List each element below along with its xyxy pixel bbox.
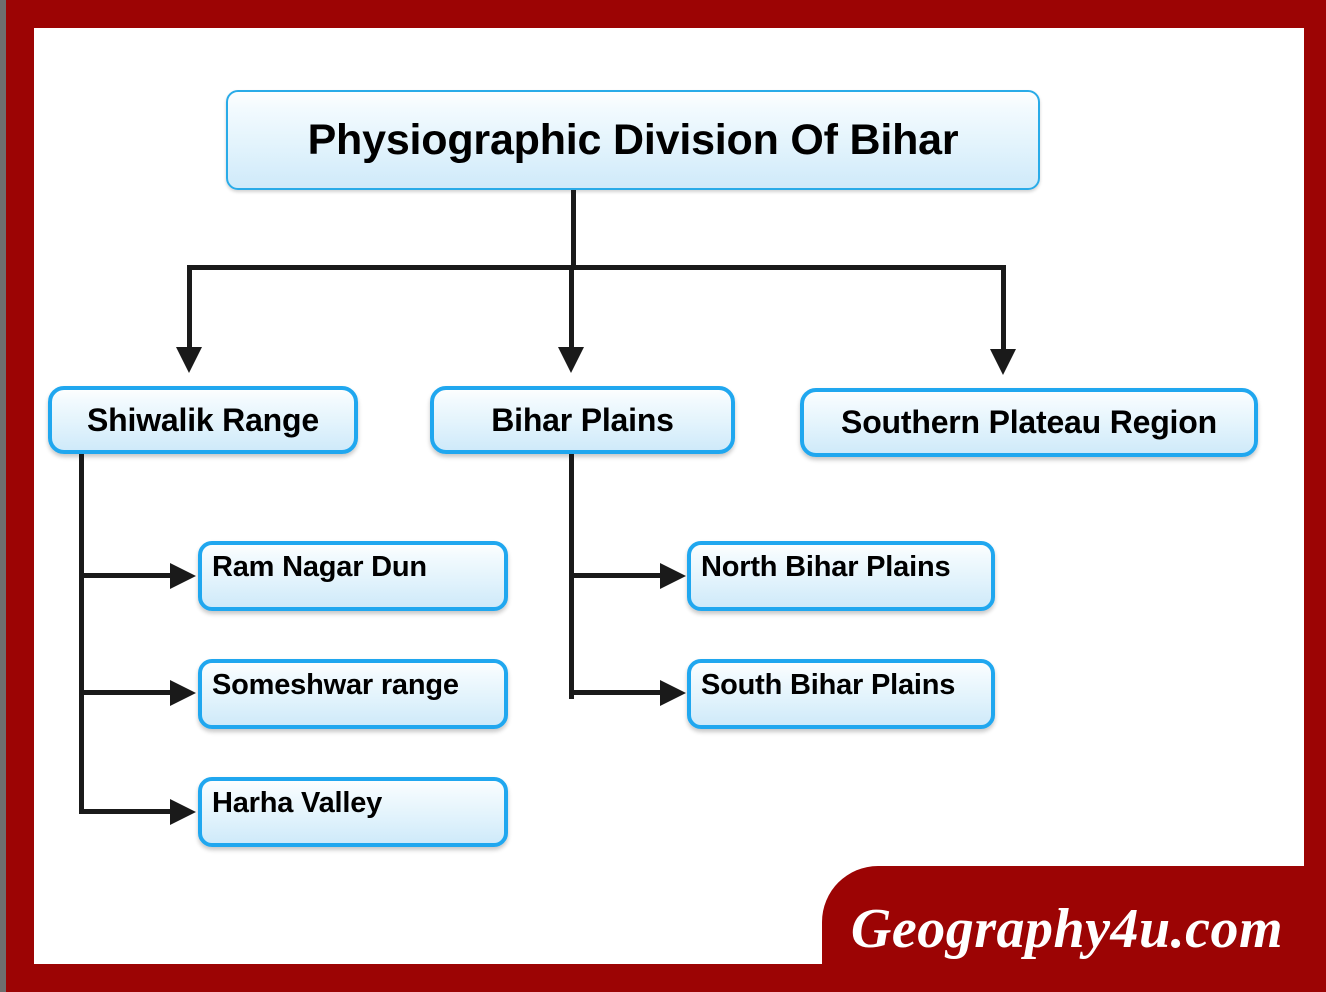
- node-southern-plateau-region-label: Southern Plateau Region: [841, 404, 1217, 440]
- connector-horizontal-bus: [189, 265, 1004, 270]
- connector-branch-right: [1001, 265, 1006, 350]
- node-south-bihar-plains-label: South Bihar Plains: [701, 669, 956, 701]
- connector-shiwalik-to-harha: [79, 809, 175, 814]
- connector-branch-left: [187, 265, 192, 348]
- node-title-label: Physiographic Division Of Bihar: [307, 115, 959, 164]
- connector-shiwalik-to-ramnagar: [79, 573, 175, 578]
- connector-bihar-to-south: [569, 690, 665, 695]
- node-someshwar-range-label: Someshwar range: [212, 669, 459, 701]
- connector-shiwalik-to-someshwar: [79, 690, 175, 695]
- connector-branch-middle: [569, 265, 574, 348]
- node-harha-valley-label: Harha Valley: [212, 787, 383, 819]
- arrow-down-southern-plateau: [990, 349, 1016, 375]
- node-north-bihar-plains[interactable]: North Bihar Plains: [687, 541, 995, 611]
- node-someshwar-range[interactable]: Someshwar range: [198, 659, 508, 729]
- arrow-right-ram-nagar-dun: [170, 563, 196, 589]
- node-ram-nagar-dun-label: Ram Nagar Dun: [212, 551, 427, 583]
- connector-bihar-to-north: [569, 573, 665, 578]
- node-ram-nagar-dun[interactable]: Ram Nagar Dun: [198, 541, 508, 611]
- arrow-down-shiwalik: [176, 347, 202, 373]
- node-shiwalik-range[interactable]: Shiwalik Range: [48, 386, 358, 454]
- arrow-right-south-bihar-plains: [660, 680, 686, 706]
- arrow-right-harha-valley: [170, 799, 196, 825]
- node-title[interactable]: Physiographic Division Of Bihar: [226, 90, 1040, 190]
- arrow-down-bihar-plains: [558, 347, 584, 373]
- connector-title-stem: [571, 190, 576, 269]
- node-bihar-plains-label: Bihar Plains: [491, 401, 674, 438]
- watermark-banner: Geography4u.com: [822, 866, 1326, 992]
- frame-left-edge: [0, 0, 6, 992]
- node-harha-valley[interactable]: Harha Valley: [198, 777, 508, 847]
- node-shiwalik-range-label: Shiwalik Range: [87, 401, 319, 438]
- watermark-label: Geography4u.com: [850, 898, 1284, 960]
- connector-shiwalik-trunk: [79, 454, 84, 814]
- arrow-right-north-bihar-plains: [660, 563, 686, 589]
- arrow-right-someshwar-range: [170, 680, 196, 706]
- node-south-bihar-plains[interactable]: South Bihar Plains: [687, 659, 995, 729]
- node-bihar-plains[interactable]: Bihar Plains: [430, 386, 735, 454]
- node-southern-plateau-region[interactable]: Southern Plateau Region: [800, 388, 1258, 457]
- node-north-bihar-plains-label: North Bihar Plains: [701, 551, 951, 583]
